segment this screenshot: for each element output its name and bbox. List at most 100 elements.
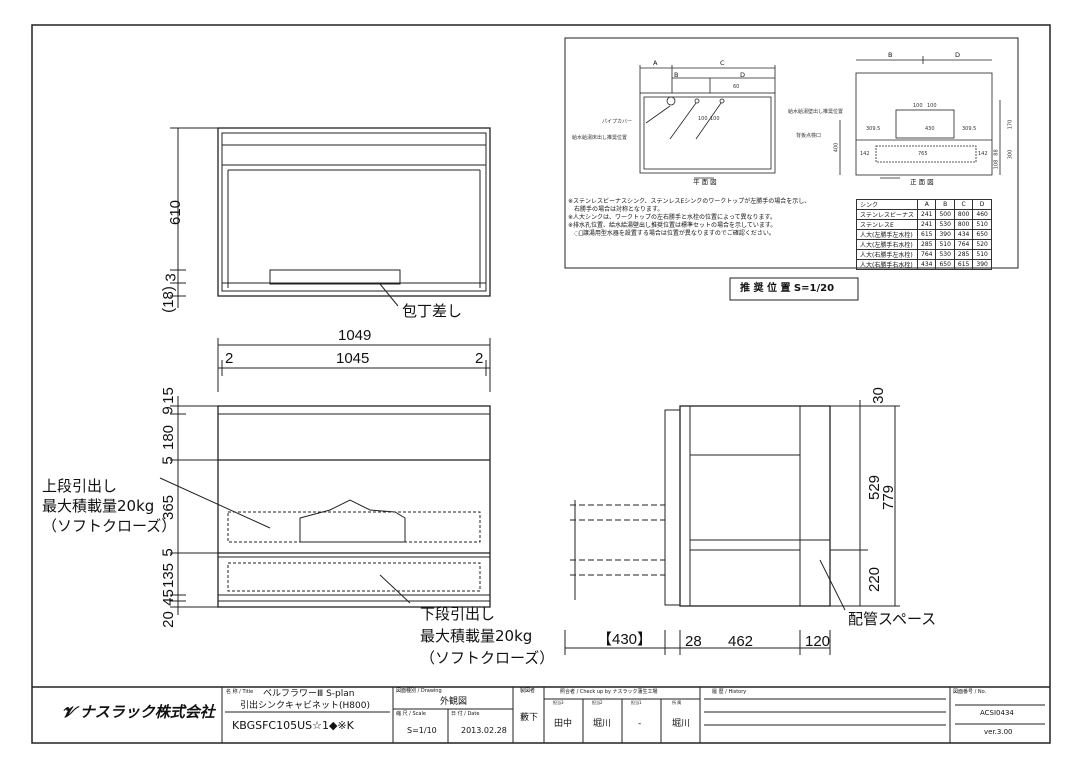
front-view-cabinet [159, 396, 491, 615]
title-block-lines [32, 686, 1050, 743]
dim-1049: 1049 [338, 327, 372, 344]
checker: 田中 [554, 719, 573, 729]
table-cell: 434 [917, 259, 937, 270]
dim-2-right: 2 [475, 350, 484, 367]
table-cell: 500 [935, 209, 955, 220]
plan-label-C: C [720, 59, 725, 67]
pipe-cover-label: パイプカバー [602, 119, 633, 125]
logo-mark-icon: 𝓥 [62, 703, 80, 721]
dim-20: 20 [159, 611, 177, 628]
history-label: 履 歴 / History [712, 689, 747, 695]
drafter-name: 藪下 [520, 713, 539, 723]
front-dim-left: 309.5 [866, 126, 881, 132]
plan-label-D: D [740, 71, 746, 79]
title-line1: ベルフラワーⅢ S-plan [263, 689, 355, 699]
floor-outlet-label: 給水給湯床出し推奨位置 [572, 135, 628, 141]
dim-15: 15 [159, 387, 177, 404]
date-label: 日 付 / Date [451, 711, 480, 717]
note-line: ※人大シンクは、ワークトップの左右勝手と水栓の位置によって異なります。 [568, 214, 776, 221]
table-cell: 285 [953, 249, 974, 260]
table-cell: 615 [953, 259, 974, 270]
table-cell: ステンレスE [855, 219, 919, 230]
dim-18: (18) [159, 286, 177, 313]
date-value: 2013.02.28 [461, 726, 507, 735]
scale-label: 縮 尺 / Scale [396, 711, 426, 717]
dim-462: 462 [728, 633, 754, 650]
table-cell: 人大(左勝手左水栓) [855, 229, 919, 240]
knife-holder-label: 包丁差し [402, 302, 463, 320]
check-col: 担当1 [631, 700, 642, 705]
width-dimension-lines [217, 338, 491, 392]
table-header: シンク A B C D [855, 199, 992, 210]
sheet-border [31, 24, 1051, 744]
table-cell: 460 [972, 209, 992, 220]
dim-1045: 1045 [336, 350, 370, 367]
front-dim-88: 88 [993, 149, 1000, 156]
dim-610: 610 [167, 199, 185, 226]
front-dim-170: 170 [1007, 119, 1014, 130]
table-cell: 390 [935, 229, 955, 240]
drawing-number: ACSI0434 [980, 709, 1014, 717]
table-cell: 520 [972, 239, 992, 250]
front-dim-108: 108 [993, 159, 1000, 170]
plan-dim-100a: 100 [698, 116, 708, 122]
upper-drawer-name: 上段引出し [42, 477, 118, 495]
front-dim-right: 309.5 [962, 126, 977, 132]
company-logo: 𝓥 ナスラック株式会社 [62, 705, 215, 720]
dim-28: 28 [685, 633, 702, 650]
dim-135: 135 [160, 562, 178, 589]
checker: - [638, 719, 642, 729]
lower-drawer-softclose: （ソフトクローズ） [420, 649, 555, 667]
table-cell: 764 [917, 249, 937, 260]
number-label: 図面番号 / No. [953, 689, 987, 695]
table-cell: 241 [917, 209, 937, 220]
lower-drawer-load: 最大積載量20kg [420, 627, 533, 645]
header-cell: C [953, 199, 974, 210]
table-cell: 285 [917, 239, 937, 250]
front-dim-765: 765 [918, 151, 928, 157]
table-cell: 390 [972, 259, 992, 270]
dim-45: 45 [159, 589, 177, 606]
check-col: 担当2 [592, 700, 603, 705]
checker: 堀川 [593, 719, 612, 729]
front-dim-400: 400 [833, 142, 840, 153]
check-col: 担当3 [553, 700, 564, 705]
side-view-cabinet [564, 400, 900, 655]
scale-value: S=1/10 [407, 726, 437, 735]
header-cell: D [972, 199, 992, 210]
table-cell: ステンレスビーナス [855, 209, 919, 220]
table-cell: 615 [917, 229, 937, 240]
dim-430: 【430】 [597, 631, 653, 648]
table-cell: 530 [935, 219, 955, 230]
dim-180: 180 [160, 424, 178, 451]
drawing-type: 外観図 [440, 697, 468, 707]
front-title: 正 面 図 [910, 178, 934, 186]
table-cell: 人大(右勝手右水栓) [855, 259, 919, 270]
front-dim-142-left: 142 [860, 151, 870, 157]
top-view-cabinet [170, 127, 491, 308]
inspection-label: 背板点検口 [796, 133, 822, 139]
drafter-label: 製図者 [520, 688, 536, 694]
check-label: 照合者 / Check up by ナスラック蒲生工場 [560, 689, 658, 695]
plan-label-A: A [653, 59, 658, 67]
table-cell: 764 [953, 239, 974, 250]
plan-title: 平 面 図 [693, 178, 717, 186]
header-cell: A [917, 199, 937, 210]
recommended-caption-frame [729, 277, 859, 301]
model-number: KBGSFC105US☆1◆※K [232, 719, 354, 732]
dim-5a: 5 [159, 456, 177, 465]
title-label: 名 称 / Title [226, 689, 254, 695]
front-dim-100b: 100 [927, 103, 937, 109]
drawing-label: 図面種別 / Drawing [396, 688, 442, 694]
table-cell: 650 [972, 229, 992, 240]
recommended-caption: 推 奨 位 置 S=1/20 [740, 283, 835, 294]
front-dim-430: 430 [925, 126, 935, 132]
table-cell: 人大(右勝手左水栓) [855, 249, 919, 260]
upper-drawer-load: 最大積載量20kg [42, 497, 155, 515]
